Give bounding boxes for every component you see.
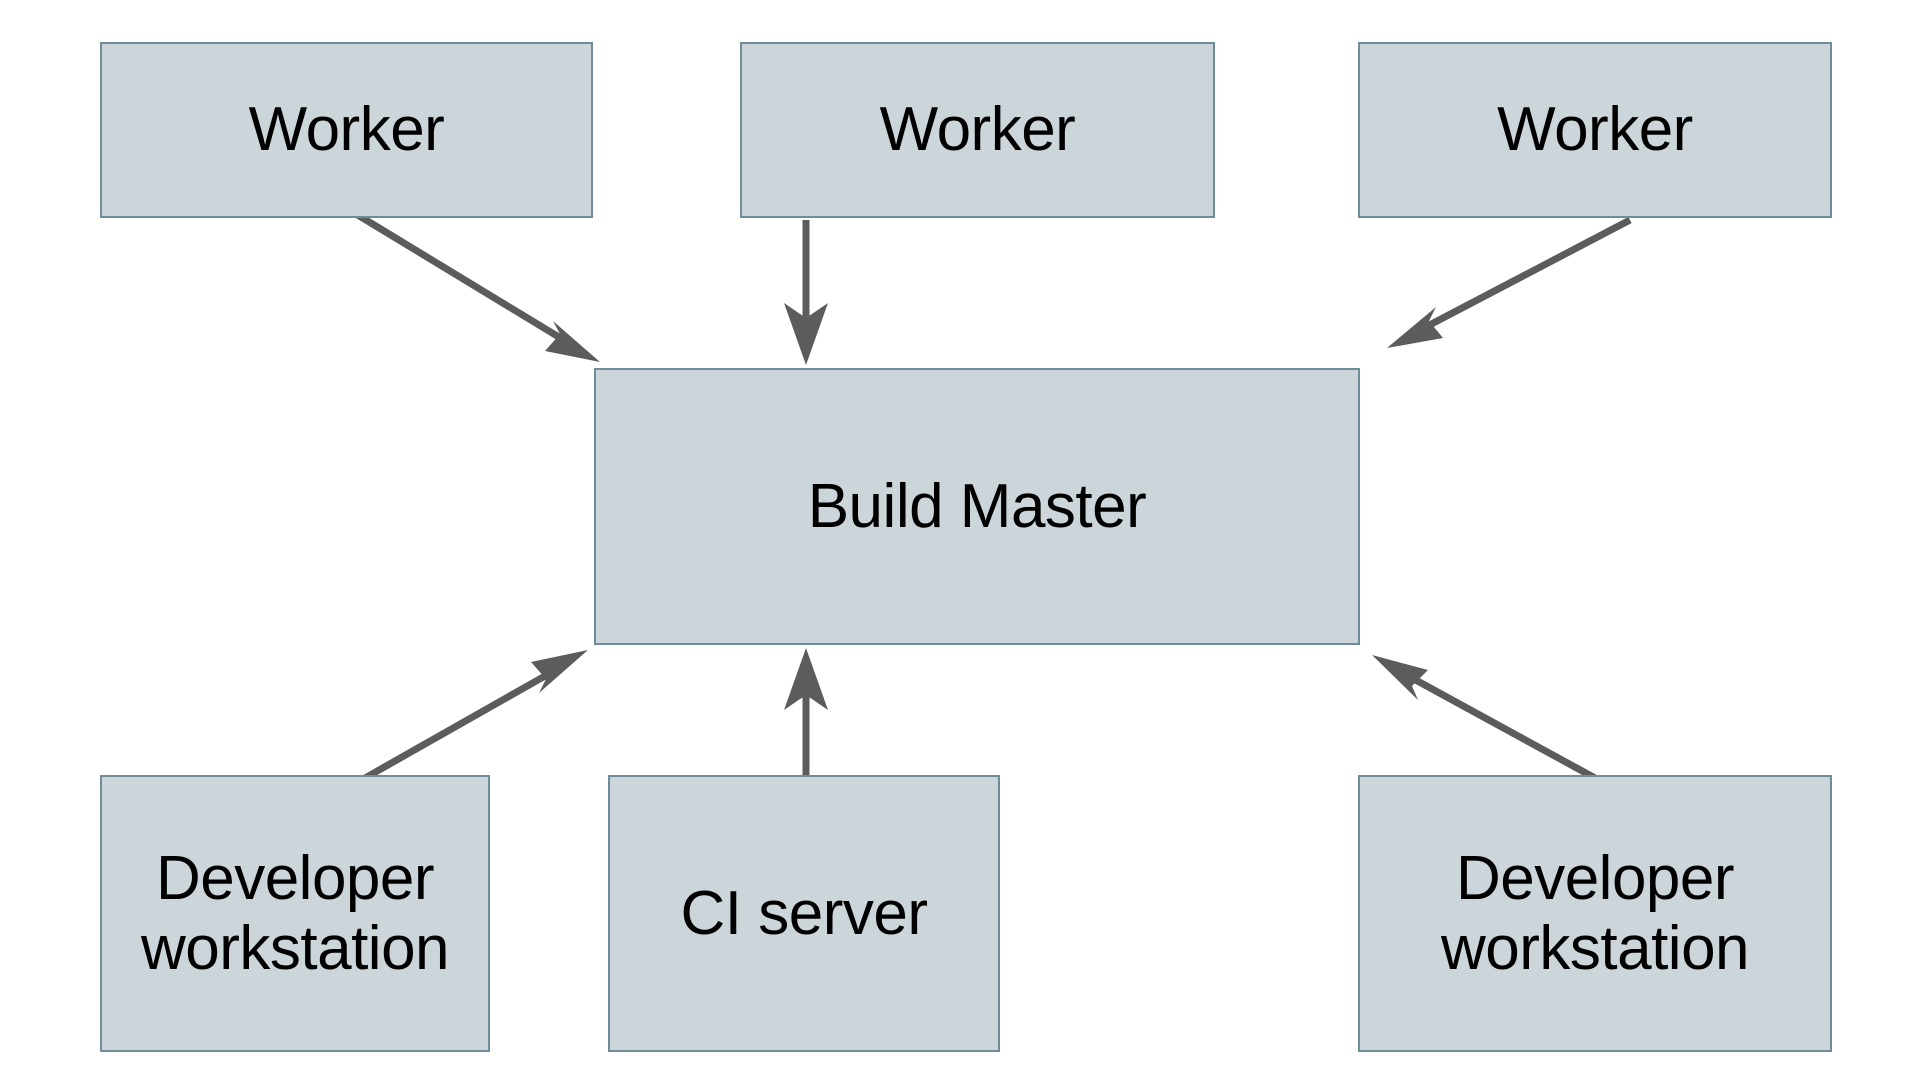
node-label: Worker: [1497, 95, 1693, 165]
edge-devws-left-to-master: [363, 650, 588, 782]
node-label: Developer workstation: [140, 844, 450, 983]
edge-devws-right-to-master: [1372, 655, 1597, 782]
node-worker-middle[interactable]: Worker: [740, 42, 1215, 218]
edge-ci-server-to-master: [784, 648, 828, 778]
node-worker-right[interactable]: Worker: [1358, 42, 1832, 218]
edge-worker-right-to-master: [1387, 216, 1632, 348]
node-label: Worker: [248, 95, 445, 165]
node-label: Build Master: [807, 471, 1147, 541]
node-label: Developer workstation: [1440, 844, 1750, 983]
node-label: CI server: [680, 878, 928, 948]
edge-worker-middle-to-master: [784, 220, 828, 365]
node-ci-server[interactable]: CI server: [608, 775, 1000, 1052]
node-worker-left[interactable]: Worker: [100, 42, 593, 218]
node-build-master[interactable]: Build Master: [594, 368, 1360, 645]
node-developer-workstation-left[interactable]: Developer workstation: [100, 775, 490, 1052]
node-developer-workstation-right[interactable]: Developer workstation: [1358, 775, 1832, 1052]
node-label: Worker: [879, 95, 1076, 165]
